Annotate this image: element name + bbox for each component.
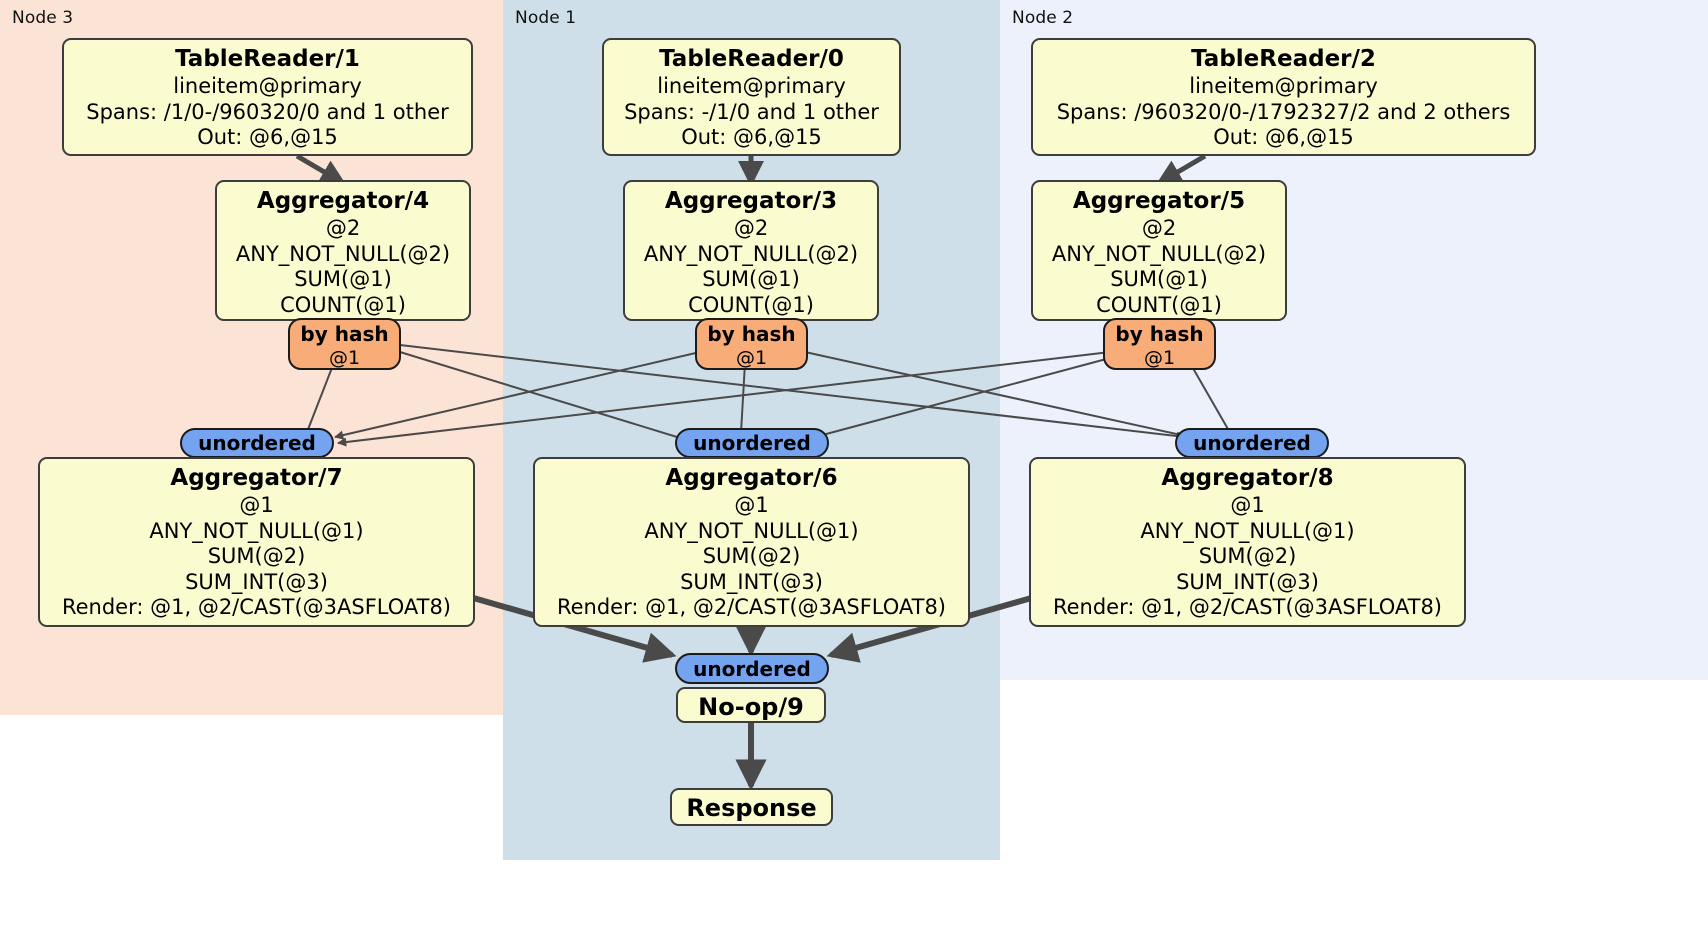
output-router-by-hash-right[interactable]: by hash @1 <box>1103 318 1216 370</box>
sync-title: unordered <box>198 431 316 455</box>
processor-title: TableReader/0 <box>659 46 844 72</box>
processor-tablereader-2[interactable]: TableReader/2 lineitem@primary Spans: /9… <box>1031 38 1536 156</box>
processor-detail-agg-2: SUM(@1) <box>702 267 800 291</box>
sync-title: unordered <box>1193 431 1311 455</box>
processor-detail-out: Out: @6,@15 <box>1213 125 1354 149</box>
processor-detail-table: lineitem@primary <box>1189 74 1378 98</box>
processor-detail-agg-3: COUNT(@1) <box>688 292 814 317</box>
processor-detail-out: Out: @6,@15 <box>681 125 822 149</box>
processor-title: Response <box>686 794 817 822</box>
processor-aggregator-4[interactable]: Aggregator/4 @2 ANY_NOT_NULL(@2) SUM(@1)… <box>215 180 471 321</box>
processor-detail-agg-1: ANY_NOT_NULL(@2) <box>1051 241 1267 266</box>
router-column: @1 <box>1143 347 1176 369</box>
processor-detail-table: lineitem@primary <box>657 74 846 98</box>
processor-response[interactable]: Response <box>670 788 833 826</box>
processor-detail-spans: Spans: -/1/0 and 1 other <box>624 99 879 124</box>
processor-tablereader-0[interactable]: TableReader/0 lineitem@primary Spans: -/… <box>602 38 901 156</box>
processor-detail-agg-2: SUM(@2) <box>1198 544 1297 568</box>
processor-detail-agg-3: COUNT(@1) <box>280 292 406 317</box>
processor-detail-groupby: @2 <box>733 216 769 240</box>
processor-aggregator-7[interactable]: Aggregator/7 @1 ANY_NOT_NULL(@1) SUM(@2)… <box>38 457 475 627</box>
processor-detail-agg-2: SUM(@2) <box>702 544 801 568</box>
router-title: by hash <box>707 322 796 346</box>
input-sync-unordered-final[interactable]: unordered <box>675 653 829 684</box>
processor-aggregator-3[interactable]: Aggregator/3 @2 ANY_NOT_NULL(@2) SUM(@1)… <box>623 180 879 321</box>
processor-detail-spans: Spans: /1/0-/960320/0 and 1 other <box>86 99 449 124</box>
sync-title: unordered <box>693 656 811 681</box>
processor-title: TableReader/1 <box>175 46 360 72</box>
processor-detail-render: Render: @1, @2/CAST(@3ASFLOAT8) <box>61 595 452 619</box>
processor-detail-agg-1: ANY_NOT_NULL(@2) <box>643 241 859 266</box>
processor-detail-groupby: @1 <box>734 493 769 517</box>
processor-title: TableReader/2 <box>1191 46 1376 72</box>
node-panel-label-node2: Node 2 <box>1012 8 1074 28</box>
processor-detail-groupby: @1 <box>1230 493 1265 517</box>
processor-detail-agg-3: SUM_INT(@3) <box>185 569 328 594</box>
processor-detail-agg-1: ANY_NOT_NULL(@2) <box>235 241 451 266</box>
processor-aggregator-6[interactable]: Aggregator/6 @1 ANY_NOT_NULL(@1) SUM(@2)… <box>533 457 970 627</box>
processor-title: Aggregator/7 <box>170 465 343 491</box>
processor-title: Aggregator/6 <box>665 465 838 491</box>
node-panel-label-node1: Node 1 <box>515 8 577 28</box>
router-column: @1 <box>735 347 768 369</box>
processor-detail-table: lineitem@primary <box>173 74 362 98</box>
processor-detail-groupby: @2 <box>1141 216 1177 240</box>
node-panel-label-node3: Node 3 <box>12 8 74 28</box>
processor-detail-agg-2: SUM(@1) <box>294 267 392 291</box>
processor-detail-agg-3: COUNT(@1) <box>1096 292 1222 317</box>
processor-detail-agg-1: ANY_NOT_NULL(@1) <box>149 518 364 543</box>
processor-title: Aggregator/3 <box>664 188 838 214</box>
processor-detail-agg-2: SUM(@2) <box>207 544 306 568</box>
processor-detail-spans: Spans: /960320/0-/1792327/2 and 2 others <box>1056 99 1511 124</box>
processor-detail-agg-2: SUM(@1) <box>1110 267 1208 291</box>
input-sync-unordered-right[interactable]: unordered <box>1175 428 1329 458</box>
processor-detail-out: Out: @6,@15 <box>197 125 338 149</box>
output-router-by-hash-left[interactable]: by hash @1 <box>288 318 401 370</box>
processor-detail-agg-3: SUM_INT(@3) <box>1176 569 1319 594</box>
processor-detail-groupby: @2 <box>325 216 361 240</box>
processor-detail-agg-1: ANY_NOT_NULL(@1) <box>1140 518 1355 543</box>
sync-title: unordered <box>693 431 811 455</box>
processor-detail-groupby: @1 <box>239 493 274 517</box>
processor-tablereader-1[interactable]: TableReader/1 lineitem@primary Spans: /1… <box>62 38 473 156</box>
output-router-by-hash-center[interactable]: by hash @1 <box>695 318 808 370</box>
processor-aggregator-8[interactable]: Aggregator/8 @1 ANY_NOT_NULL(@1) SUM(@2)… <box>1029 457 1466 627</box>
processor-title: No-op/9 <box>698 693 804 721</box>
processor-detail-agg-1: ANY_NOT_NULL(@1) <box>644 518 859 543</box>
processor-title: Aggregator/4 <box>256 188 430 214</box>
processor-title: Aggregator/5 <box>1072 188 1246 214</box>
input-sync-unordered-center[interactable]: unordered <box>675 428 829 458</box>
input-sync-unordered-left[interactable]: unordered <box>180 428 334 458</box>
processor-detail-render: Render: @1, @2/CAST(@3ASFLOAT8) <box>1052 595 1443 619</box>
router-title: by hash <box>300 322 389 346</box>
processor-noop-9[interactable]: No-op/9 <box>676 687 826 723</box>
processor-title: Aggregator/8 <box>1161 465 1334 491</box>
processor-detail-agg-3: SUM_INT(@3) <box>680 569 823 594</box>
processor-aggregator-5[interactable]: Aggregator/5 @2 ANY_NOT_NULL(@2) SUM(@1)… <box>1031 180 1287 321</box>
processor-detail-render: Render: @1, @2/CAST(@3ASFLOAT8) <box>556 595 947 619</box>
router-title: by hash <box>1115 322 1204 346</box>
router-column: @1 <box>328 347 361 369</box>
